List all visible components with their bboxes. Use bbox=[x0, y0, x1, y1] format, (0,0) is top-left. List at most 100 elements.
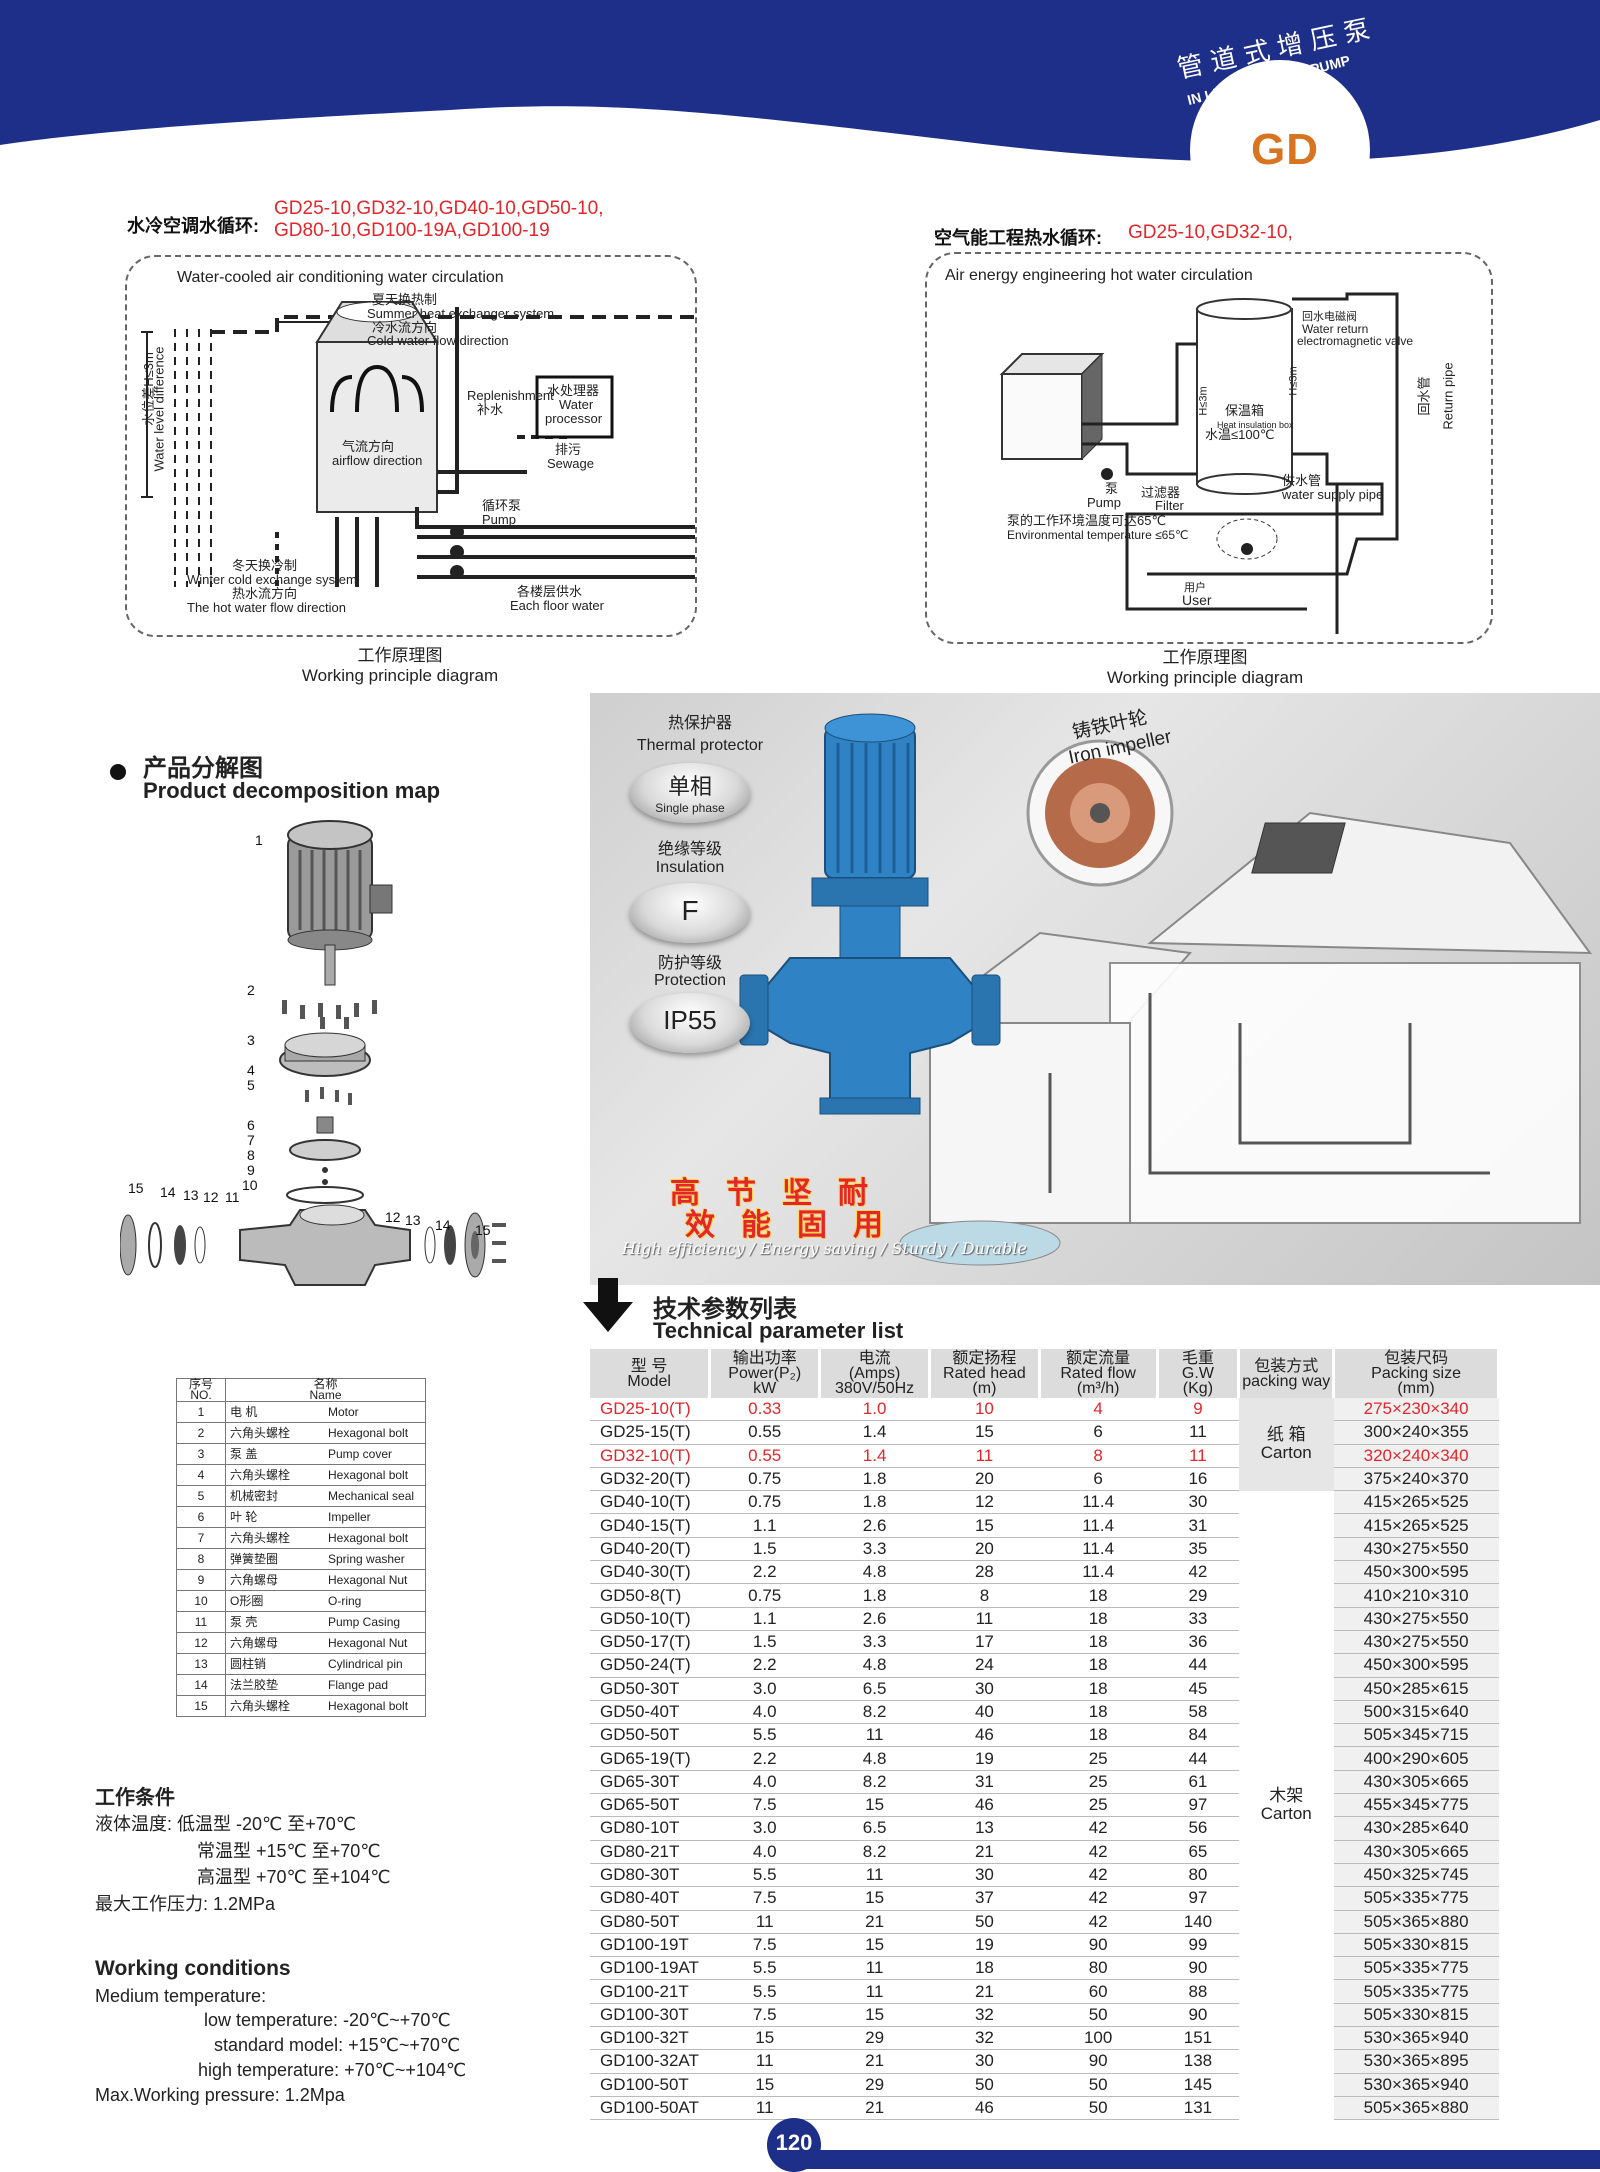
tech-power: 5.5 bbox=[709, 1723, 820, 1748]
tech-head: 46 bbox=[929, 2096, 1040, 2121]
tech-head: 50 bbox=[929, 2073, 1040, 2097]
tech-amps: 4.8 bbox=[819, 1560, 930, 1585]
tech-head: 21 bbox=[929, 1840, 1040, 1864]
tech-weight: 131 bbox=[1157, 2096, 1239, 2121]
pack-wood-cn: 木架 bbox=[1269, 1786, 1304, 1806]
parts-name-en: Mechanical seal bbox=[324, 1485, 426, 1507]
tech-model: GD80-10T bbox=[590, 1816, 710, 1841]
tech-power: 3.0 bbox=[709, 1816, 820, 1841]
tech-weight: 44 bbox=[1157, 1746, 1239, 1771]
tech-size: 415×265×525 bbox=[1333, 1490, 1499, 1515]
protection-label-cn: 防护等级 bbox=[657, 955, 722, 972]
replenish-en: Replenishment bbox=[467, 388, 554, 403]
decomposition-title-en: Product decomposition map bbox=[143, 778, 441, 803]
tech-amps: 15 bbox=[819, 1793, 930, 1818]
cold-cn: 冷水流方向 bbox=[372, 320, 438, 335]
callout-4: 4 bbox=[247, 1062, 255, 1078]
parts-name-en: Spring washer bbox=[324, 1548, 426, 1570]
parts-name-en: Hexagonal bolt bbox=[324, 1695, 426, 1717]
tech-size: 430×275×550 bbox=[1333, 1630, 1499, 1655]
tech-flow: 42 bbox=[1039, 1910, 1158, 1934]
tech-amps: 1.4 bbox=[819, 1444, 930, 1468]
airflow-cn: 气流方向 bbox=[342, 439, 395, 454]
insulation-value: F bbox=[681, 895, 699, 926]
exploded-view: 1 2 3 4 5 6 7 8 9 10 15 14 13 12 11 12 1… bbox=[120, 820, 506, 1286]
tech-model: GD25-10(T) bbox=[590, 1398, 710, 1422]
h-label-2: H≤3m bbox=[1287, 366, 1300, 396]
tech-weight: 99 bbox=[1157, 1933, 1239, 1958]
tech-weight: 9 bbox=[1157, 1398, 1239, 1422]
left-diagram-models-2: GD80-10,GD100-19A,GD100-19 bbox=[274, 220, 550, 241]
pump-en-r: Pump bbox=[1087, 495, 1121, 510]
tech-model: GD50-10(T) bbox=[590, 1607, 710, 1631]
parts-no: 8 bbox=[176, 1548, 226, 1570]
tech-weight: 58 bbox=[1157, 1700, 1239, 1725]
tech-head: 37 bbox=[929, 1886, 1040, 1911]
right-caption-en: Working principle diagram bbox=[1106, 668, 1304, 687]
tech-amps: 29 bbox=[819, 2026, 930, 2051]
tech-power: 1.1 bbox=[709, 1607, 820, 1631]
tech-size: 430×305×665 bbox=[1333, 1840, 1499, 1864]
tech-amps: 1.8 bbox=[819, 1490, 930, 1515]
tech-head: 31 bbox=[929, 1770, 1040, 1795]
tech-amps: 6.5 bbox=[819, 1677, 930, 1701]
parts-name-cn: 泵 盖 bbox=[225, 1443, 324, 1465]
brand-badge bbox=[1150, 10, 1410, 240]
conditions-cn-line-4: 最大工作压力: 1.2MPa bbox=[95, 1894, 276, 1914]
protection-badge: IP55 bbox=[630, 993, 750, 1053]
callout-5: 5 bbox=[247, 1077, 255, 1093]
box-cn: 保温箱 bbox=[1225, 403, 1265, 418]
left-diagram-label: 水冷空调水循环: bbox=[127, 216, 259, 236]
parts-header-no-en: NO. bbox=[190, 1388, 212, 1402]
tech-flow: 80 bbox=[1039, 1956, 1158, 1981]
tech-model: GD32-20(T) bbox=[590, 1467, 710, 1492]
tech-size: 530×365×940 bbox=[1333, 2073, 1499, 2097]
callout-15-right: 15 bbox=[475, 1222, 491, 1238]
conditions-cn-line-2: 常温型 +15℃ 至+70℃ bbox=[197, 1841, 381, 1861]
tech-power: 5.5 bbox=[709, 1979, 820, 2004]
parts-name-en: Impeller bbox=[324, 1506, 426, 1528]
winter-cn: 冬天换冷制 bbox=[232, 558, 298, 573]
parts-name-cn: 电 机 bbox=[225, 1401, 324, 1423]
tech-model: GD50-24(T) bbox=[590, 1653, 710, 1678]
tech-head: 46 bbox=[929, 1793, 1040, 1818]
parts-name-cn: 法兰胶垫 bbox=[225, 1674, 324, 1696]
tech-size: 505×335×775 bbox=[1333, 1979, 1499, 2004]
tech-weight: 31 bbox=[1157, 1513, 1239, 1538]
tech-amps: 21 bbox=[819, 2049, 930, 2074]
valve-cn: 回水电磁阀 bbox=[1302, 311, 1357, 323]
parts-no: 15 bbox=[176, 1695, 226, 1717]
tech-header-en2: 380V/50Hz bbox=[835, 1380, 915, 1397]
parts-no: 1 bbox=[176, 1401, 226, 1423]
tech-header-en1: Model bbox=[627, 1372, 671, 1390]
callout-6: 6 bbox=[247, 1117, 255, 1133]
tech-head: 13 bbox=[929, 1816, 1040, 1841]
parts-no: 12 bbox=[176, 1632, 226, 1654]
valve-en-1: Water return bbox=[1302, 322, 1369, 336]
tech-model: GD50-50T bbox=[590, 1723, 710, 1748]
parts-name-en: Hexagonal Nut bbox=[324, 1569, 426, 1591]
tech-size: 450×300×595 bbox=[1333, 1653, 1499, 1678]
valve-en-2: electromagnetic valve bbox=[1297, 334, 1414, 348]
tech-power: 7.5 bbox=[709, 1886, 820, 1911]
tech-title-cn: 技术参数列表 bbox=[653, 1296, 797, 1323]
tech-flow: 50 bbox=[1039, 2003, 1158, 2028]
tech-flow: 42 bbox=[1039, 1840, 1158, 1864]
insulation-label-en: Insulation bbox=[655, 859, 725, 876]
processor-en-1: Water bbox=[559, 397, 594, 412]
tech-power: 2.2 bbox=[709, 1653, 820, 1678]
tech-header-en2: (mm) bbox=[1397, 1380, 1435, 1397]
tech-model: GD50-40T bbox=[590, 1700, 710, 1725]
tech-flow: 50 bbox=[1039, 2073, 1158, 2097]
tech-power: 5.5 bbox=[709, 1956, 820, 1981]
env-cn: 泵的工作环境温度可达65℃ bbox=[1007, 513, 1167, 528]
thermal-label-cn: 热保护器 bbox=[667, 715, 732, 732]
tech-header-cn: 电流 bbox=[858, 1350, 891, 1367]
tech-size: 505×330×815 bbox=[1333, 2003, 1499, 2028]
